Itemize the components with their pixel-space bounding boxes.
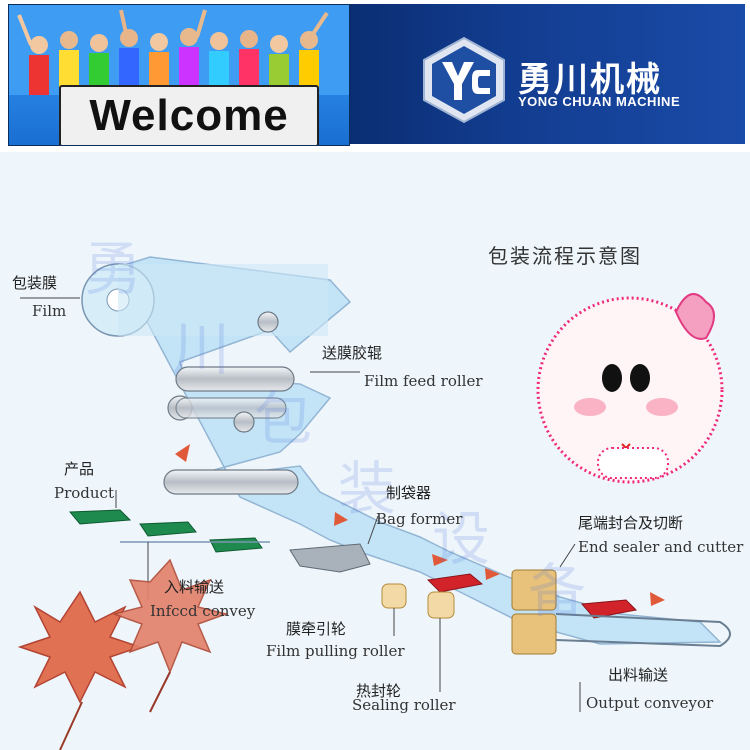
label-pulling-en: Film pulling roller xyxy=(266,642,405,660)
label-film-cn: 包装膜 xyxy=(12,274,58,292)
brand-banner: 勇川机械 YONG CHUAN MACHINE xyxy=(350,4,745,144)
label-end-sealer-en: End sealer and cutter xyxy=(578,538,744,556)
company-logo-icon xyxy=(423,36,505,124)
watermark-char-2: 川 xyxy=(172,315,231,383)
watermark-char-5: 设 xyxy=(432,505,491,573)
welcome-sign: Welcome xyxy=(59,85,319,145)
label-sealing-en: Sealing roller xyxy=(352,696,456,714)
label-output-en: Output conveyor xyxy=(586,694,714,712)
label-infeed-cn: 入料输送 xyxy=(164,578,225,596)
header-banner: Welcome 勇川机械 YONG CHUAN MACHINE xyxy=(0,0,750,152)
label-infeed-en: Infccd convey xyxy=(150,602,256,620)
cartoon-mascot-icon xyxy=(536,293,724,484)
label-pointers xyxy=(20,297,581,712)
diagram-title: 包装流程示意图 xyxy=(488,244,642,268)
bag-former-shape xyxy=(289,543,371,573)
watermark-char-6: 备 xyxy=(528,557,587,625)
brand-name-cn: 勇川机械 xyxy=(518,60,662,100)
watermark-char-1: 勇 xyxy=(84,235,143,303)
label-output-cn: 出料输送 xyxy=(608,666,669,684)
packaging-flow-diagram: 勇 川 包 装 设 备 包装流程示意图 包装膜 Film 送膜胶辊 Film f… xyxy=(0,152,750,750)
label-product-cn: 产品 xyxy=(64,460,95,478)
label-sealing-cn: 热封轮 xyxy=(356,682,402,700)
label-bag-former-en: Bag former xyxy=(376,510,463,528)
welcome-text: Welcome xyxy=(89,91,289,140)
infeed-products xyxy=(68,509,263,553)
film-roll xyxy=(81,263,328,337)
process-illustration xyxy=(17,256,731,750)
label-film-en: Film xyxy=(32,302,67,320)
welcome-banner: Welcome xyxy=(8,4,350,146)
watermark-char-3: 包 xyxy=(254,385,313,453)
flow-arrows xyxy=(175,444,665,606)
guide-rollers xyxy=(163,311,299,495)
maple-leaf-decoration xyxy=(17,558,229,750)
label-pulling-cn: 膜牵引轮 xyxy=(286,620,347,638)
watermark-char-4: 装 xyxy=(338,455,397,523)
label-film-feed-cn: 送膜胶辊 xyxy=(322,344,383,362)
label-product-en: Product xyxy=(54,484,114,502)
sealed-packages xyxy=(426,573,638,619)
output-conveyor-shape xyxy=(555,613,731,648)
pulling-sealing-rollers xyxy=(381,583,455,619)
label-film-feed-en: Film feed roller xyxy=(364,372,483,390)
label-end-sealer-cn: 尾端封合及切断 xyxy=(578,514,684,532)
crowd-illustration xyxy=(9,5,349,95)
label-bag-former-cn: 制袋器 xyxy=(386,484,432,502)
brand-name-en: YONG CHUAN MACHINE xyxy=(518,94,681,109)
end-sealer-shape xyxy=(511,569,557,655)
